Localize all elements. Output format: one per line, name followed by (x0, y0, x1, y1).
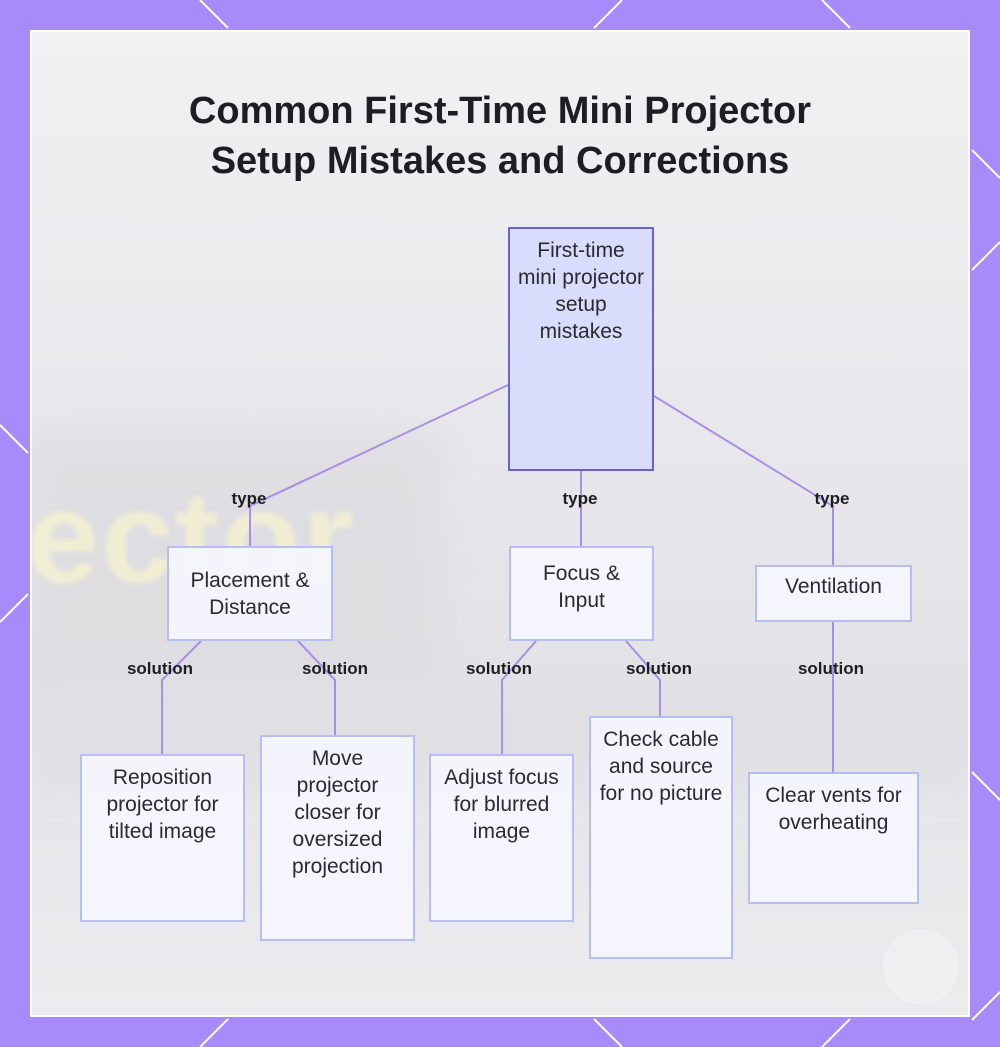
node-adjust-focus: Adjust focus for blurred image (429, 754, 574, 922)
connector-focus-adjust (501, 640, 537, 754)
title-line-1: Common First-Time Mini Projector (188, 90, 812, 132)
connector-placement-reposition (161, 640, 202, 754)
edge-label-type: type (231, 489, 267, 508)
edge-label-solution: solution (126, 659, 194, 678)
title-line-2: Setup Mistakes and Corrections (210, 140, 790, 182)
edge-label-solution: solution (465, 659, 533, 678)
connector-root-placement (249, 384, 509, 546)
node-reposition-projector: Reposition projector for tilted image (80, 754, 245, 922)
watermark-logo (882, 928, 960, 1006)
edge-label-solution: solution (797, 659, 865, 678)
node-check-cable-source: Check cable and source for no picture (589, 716, 733, 959)
node-focus-input: Focus & Input (509, 546, 654, 641)
connector-root-ventilation (653, 395, 834, 565)
edge-label-solution: solution (625, 659, 693, 678)
edge-label-solution: solution (301, 659, 369, 678)
node-placement-distance: Placement & Distance (167, 546, 333, 641)
node-move-projector-closer: Move projector closer for oversized proj… (260, 735, 415, 941)
diagram-title: Common First-Time Mini Projector Setup M… (0, 86, 1000, 186)
connector-focus-check (625, 640, 661, 716)
edge-label-type: type (814, 489, 850, 508)
camera-icon (905, 960, 937, 976)
connector-placement-move (297, 640, 336, 735)
node-clear-vents: Clear vents for overheating (748, 772, 919, 904)
node-ventilation: Ventilation (755, 565, 912, 622)
edge-label-type: type (562, 489, 598, 508)
node-root-mistakes: First-time mini projector setup mistakes (508, 227, 654, 471)
